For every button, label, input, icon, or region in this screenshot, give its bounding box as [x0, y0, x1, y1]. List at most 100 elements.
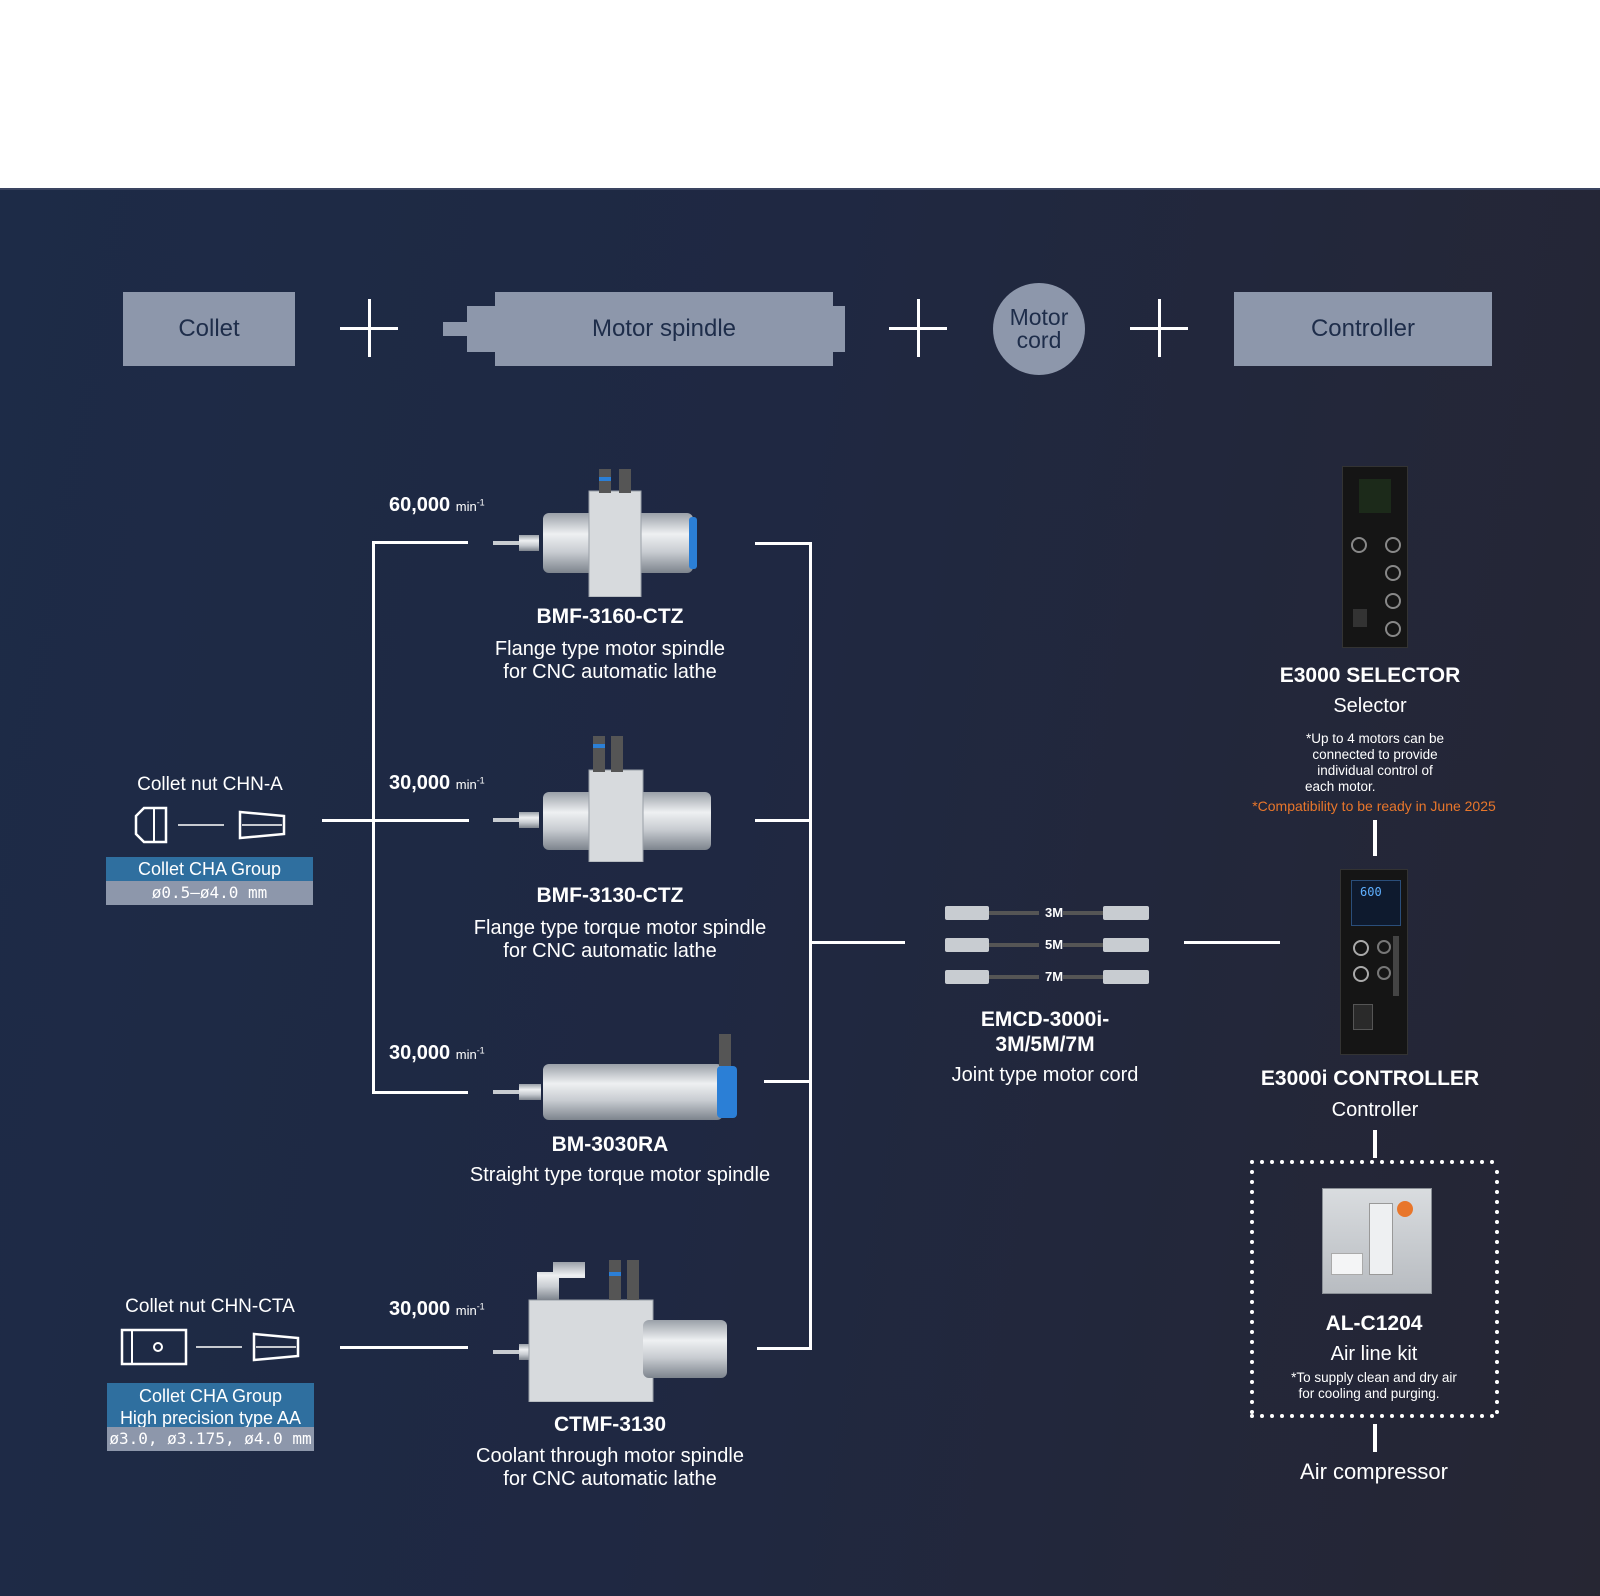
dotted-border-dot [1320, 1160, 1324, 1164]
dotted-border-dot [1495, 1370, 1499, 1374]
connector-line [809, 542, 812, 1350]
dotted-border-dot [1495, 1300, 1499, 1304]
selector-compat-note: *Compatibility to be ready in June 2025 [1252, 798, 1496, 814]
dotted-border-dot [1250, 1414, 1254, 1418]
dotted-border-dot [1250, 1260, 1254, 1264]
dotted-border-dot [1400, 1414, 1404, 1418]
cord-connector-right [1103, 938, 1149, 952]
cord-connector-left [945, 906, 989, 920]
controller-image: 600 [1340, 869, 1408, 1055]
dotted-border-dot [1430, 1160, 1434, 1164]
dotted-border-dot [1250, 1190, 1254, 1194]
cord-cable [989, 975, 1039, 979]
spindle-2-model: BMF-3130-CTZ [536, 884, 684, 907]
spindle-1-rpm-unit: min [455, 499, 477, 514]
collet-cta-icon [120, 1328, 300, 1366]
dotted-border-dot [1250, 1370, 1254, 1374]
cord-connector-left [945, 938, 989, 952]
controller-model: E3000i CONTROLLER [1260, 1067, 1480, 1090]
dotted-border-dot [1250, 1390, 1254, 1394]
connector-line [1373, 820, 1377, 856]
dotted-border-dot [1495, 1200, 1499, 1204]
dotted-border-dot [1300, 1160, 1304, 1164]
dotted-border-dot [1490, 1414, 1494, 1418]
spindle-4-model: CTMF-3130 [553, 1413, 667, 1436]
collet-cta-group-line1: Collet CHA Group [138, 1386, 283, 1406]
air-compressor-label: Air compressor [1300, 1459, 1448, 1484]
dotted-border-dot [1310, 1160, 1314, 1164]
spindle-4-rpm-exp: -1 [476, 1301, 485, 1312]
spindle-1-rpm: 60,000 min-1 [389, 494, 485, 517]
dotted-border-dot [1250, 1360, 1254, 1364]
dotted-border-dot [1370, 1414, 1374, 1418]
dotted-border-dot [1250, 1340, 1254, 1344]
dotted-border-dot [1480, 1160, 1484, 1164]
dotted-border-dot [1420, 1414, 1424, 1418]
header-collet-label: Collet [178, 315, 240, 342]
dotted-border-dot [1495, 1250, 1499, 1254]
spindle-1-desc-2: for CNC automatic lathe [503, 661, 717, 683]
dotted-border-dot [1250, 1330, 1254, 1334]
controller-power-switch [1353, 1004, 1373, 1030]
cord-cable [1063, 911, 1103, 915]
dotted-border-dot [1490, 1160, 1494, 1164]
spindle-3-image [493, 1034, 737, 1120]
connector-line [757, 1347, 812, 1350]
spindle-4-desc-1: Coolant through motor spindle [476, 1445, 744, 1467]
dotted-border-dot [1290, 1414, 1294, 1418]
selector-model: E3000 SELECTOR [1279, 664, 1461, 687]
connector-line [372, 541, 468, 544]
dotted-border-dot [1495, 1340, 1499, 1344]
dotted-border-dot [1495, 1410, 1499, 1414]
controller-panel: 600 [1351, 880, 1401, 926]
controller-type: Controller [1331, 1099, 1419, 1121]
dotted-border-dot [1250, 1320, 1254, 1324]
motor-cord-5m: 5M [945, 936, 1150, 954]
spindle-3-desc-1: Straight type torque motor spindle [469, 1164, 771, 1186]
air-line-kit-note-2: for cooling and purging. [1298, 1386, 1440, 1401]
dotted-border-dot [1495, 1400, 1499, 1404]
air-line-kit-type: Air line kit [1330, 1343, 1418, 1365]
dotted-border-dot [1495, 1270, 1499, 1274]
cord-connector-right [1103, 970, 1149, 984]
dotted-border-dot [1250, 1410, 1254, 1414]
dotted-border-dot [1350, 1414, 1354, 1418]
dotted-border-dot [1340, 1160, 1344, 1164]
header-motor-cord: Motor cord [993, 283, 1085, 375]
selector-note-3: individual control of [1317, 763, 1433, 778]
selector-port [1385, 621, 1401, 637]
spindle-1-rpm-value: 60,000 [389, 494, 451, 516]
dotted-border-dot [1495, 1290, 1499, 1294]
dotted-border-dot [1310, 1414, 1314, 1418]
air-valve-knob [1397, 1201, 1413, 1217]
spindle-3-rpm-unit: min [455, 1047, 477, 1062]
cord-cable [1063, 975, 1103, 979]
dotted-border-dot [1400, 1160, 1404, 1164]
dotted-border-dot [1390, 1160, 1394, 1164]
spindle-tail [831, 306, 845, 352]
dotted-border-dot [1450, 1414, 1454, 1418]
dotted-border-dot [1430, 1414, 1434, 1418]
connector-line [1373, 1130, 1377, 1158]
dotted-border-dot [1330, 1160, 1334, 1164]
connector-line [764, 1080, 812, 1083]
dotted-border-dot [1340, 1414, 1344, 1418]
selector-type: Selector [1333, 695, 1407, 717]
controller-display-value: 600 [1360, 885, 1382, 899]
dotted-border-dot [1270, 1414, 1274, 1418]
selector-switch [1353, 609, 1367, 627]
dotted-border-dot [1250, 1270, 1254, 1274]
dotted-border-dot [1260, 1414, 1264, 1418]
dotted-border-dot [1360, 1160, 1364, 1164]
dotted-border-dot [1250, 1250, 1254, 1254]
air-line-kit-box [1250, 1160, 1499, 1418]
dotted-border-dot [1495, 1330, 1499, 1334]
spindle-3-model: BM-3030RA [551, 1133, 669, 1156]
spindle-2-rpm-exp: -1 [476, 775, 485, 786]
motor-cord-3m: 3M [945, 904, 1150, 922]
header-motor-spindle-label: Motor spindle [591, 315, 737, 342]
collet-cta-group-line2: High precision type AA [119, 1408, 302, 1428]
dotted-border-dot [1480, 1414, 1484, 1418]
air-line-kit-model: AL-C1204 [1325, 1312, 1423, 1335]
cord-connector-left [945, 970, 989, 984]
